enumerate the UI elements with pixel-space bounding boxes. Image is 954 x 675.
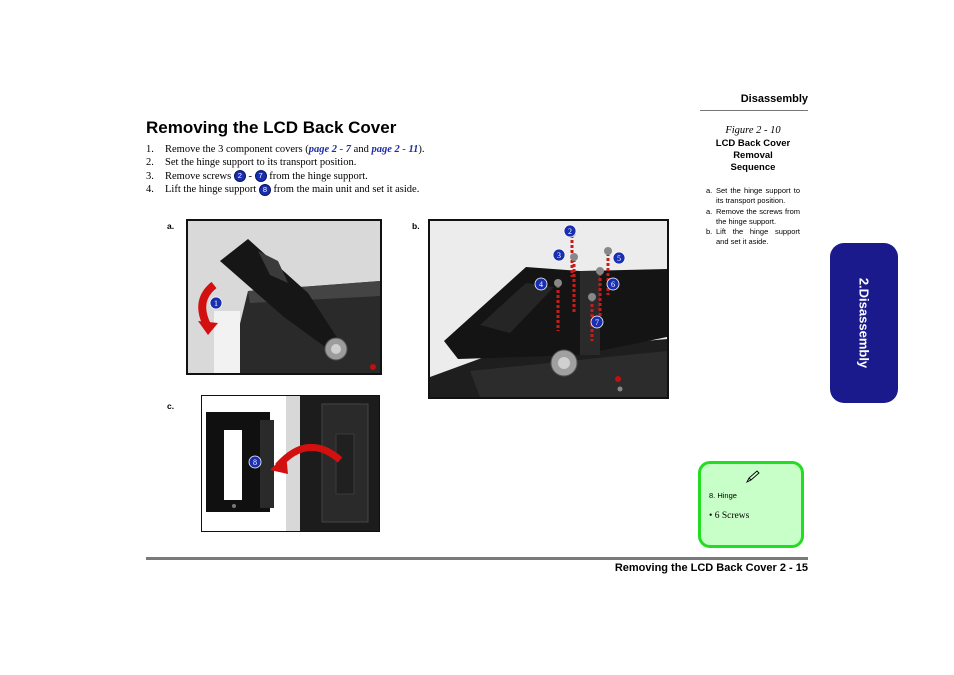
legend-item: a.Remove the screws from the hinge suppo… bbox=[706, 207, 800, 228]
legend-text: Lift the hinge support and set it aside. bbox=[716, 227, 800, 247]
photo-panel-b: 2 3 4 5 6 7 bbox=[428, 219, 669, 399]
photo-panel-a: 1 bbox=[186, 219, 382, 375]
callout-5 bbox=[612, 251, 626, 265]
hinge-removal-illustration: 8 bbox=[202, 396, 379, 531]
note-bullet: • 6 Screws bbox=[709, 511, 750, 521]
step-number: 2. bbox=[146, 157, 154, 169]
step-4: 4. Lift the hinge support 8 from the main… bbox=[146, 183, 425, 196]
step-2: 2. Set the hinge support to its transport… bbox=[146, 156, 425, 169]
chapter-tab-label: 2.Disassembly bbox=[856, 277, 872, 369]
step-text: and bbox=[351, 144, 372, 155]
legend-key: a. bbox=[706, 186, 713, 195]
figure-title: LCD Back Cover Removal Sequence bbox=[715, 138, 791, 173]
note-box: 8. Hinge • 6 Screws bbox=[698, 461, 804, 548]
step-text: Lift the hinge support bbox=[165, 184, 259, 196]
figure-number: Figure 2 - 10 bbox=[725, 125, 781, 136]
running-footer: Removing the LCD Back Cover 2 - 15 bbox=[614, 562, 808, 574]
legend-item: b.Lift the hinge support and set it asid… bbox=[706, 227, 800, 248]
step-number: 4. bbox=[146, 184, 154, 196]
hinge-screws-illustration: 2 3 4 5 6 7 bbox=[430, 221, 667, 397]
panel-label-a: a. bbox=[167, 221, 175, 231]
callout-8 bbox=[248, 455, 262, 469]
callout-badge-8: 8 bbox=[258, 183, 271, 196]
hinge-transport-illustration: 1 bbox=[188, 221, 380, 373]
running-header-section: Disassembly bbox=[740, 93, 808, 105]
step-text: Remove screws bbox=[165, 170, 234, 182]
note-item: 8. Hinge bbox=[709, 491, 737, 500]
step-number: 1. bbox=[146, 144, 154, 155]
callout-4 bbox=[534, 277, 548, 291]
step-text: - bbox=[245, 170, 255, 182]
pencil-icon bbox=[745, 470, 760, 484]
callout-4-label: 4 bbox=[539, 280, 543, 289]
page-title: Removing the LCD Back Cover bbox=[146, 118, 397, 137]
page-link-2-7[interactable]: page 2 - 7 bbox=[308, 144, 352, 155]
step-text: from the hinge support. bbox=[266, 170, 368, 182]
callout-badge-7: 7 bbox=[254, 170, 267, 183]
panel-label-c: c. bbox=[167, 401, 175, 411]
callout-7-label: 7 bbox=[595, 318, 599, 327]
step-text: ). bbox=[418, 144, 425, 155]
callout-6-label: 6 bbox=[611, 280, 615, 289]
step-text: Set the hinge support to its transport p… bbox=[165, 157, 357, 169]
step-1: 1.Remove the 3 component covers (page 2 … bbox=[146, 143, 425, 156]
step-text: from the main unit and set it aside. bbox=[270, 184, 420, 196]
figure-caption: Figure 2 - 10 LCD Back Cover Removal Seq… bbox=[700, 125, 806, 174]
header-rule bbox=[700, 110, 808, 111]
footer-rule bbox=[146, 557, 808, 560]
step-3: 3. Remove screws 2 - 7 from the hinge sup… bbox=[146, 170, 425, 183]
step-text: Remove the 3 component covers ( bbox=[165, 144, 309, 155]
legend-key: b. bbox=[706, 227, 713, 237]
callout-7 bbox=[590, 315, 604, 329]
callout-2 bbox=[563, 224, 577, 238]
legend-text: Remove the screws from the hinge support… bbox=[716, 206, 800, 226]
callout-badge-2: 2 bbox=[233, 170, 246, 183]
legend-item: a.Set the hinge support to its transport… bbox=[706, 186, 800, 207]
procedure-steps: 1.Remove the 3 component covers (page 2 … bbox=[146, 143, 425, 197]
callout-1-label: 1 bbox=[214, 299, 218, 308]
legend-text: Set the hinge support to its transport p… bbox=[716, 186, 800, 206]
photo-panel-c: 8 bbox=[201, 395, 380, 532]
chapter-side-tab[interactable]: 2.Disassembly bbox=[830, 243, 898, 403]
callout-2-label: 2 bbox=[568, 227, 572, 236]
callout-1 bbox=[209, 296, 223, 310]
page-link-2-11[interactable]: page 2 - 11 bbox=[371, 144, 419, 155]
callout-5-label: 5 bbox=[617, 254, 621, 263]
panel-label-b: b. bbox=[412, 221, 420, 231]
callout-3-label: 3 bbox=[557, 251, 561, 260]
callout-8-label: 8 bbox=[253, 458, 257, 467]
step-number: 3. bbox=[146, 170, 154, 182]
figure-legend: a.Set the hinge support to its transport… bbox=[706, 186, 800, 248]
callout-3 bbox=[552, 248, 566, 262]
legend-key: a. bbox=[706, 206, 713, 216]
callout-6 bbox=[606, 277, 620, 291]
